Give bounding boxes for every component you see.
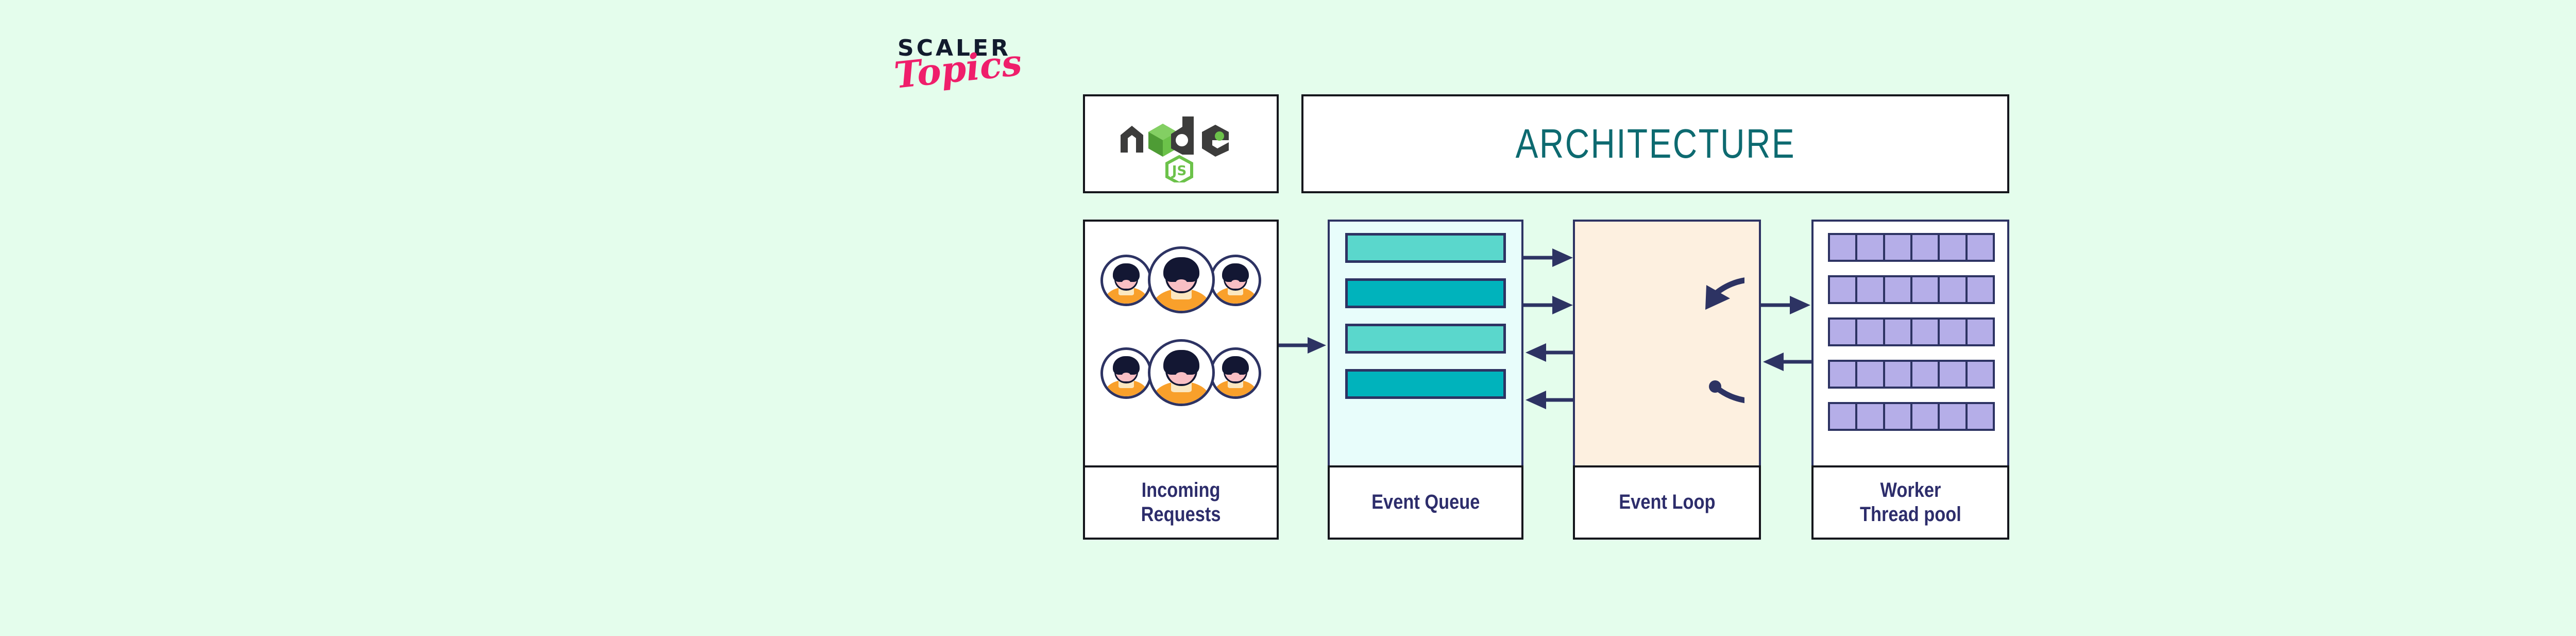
event-queue-bar <box>1345 324 1506 354</box>
thread-cell <box>1828 275 1858 304</box>
thread-cell <box>1965 317 1995 346</box>
avatar-mouth <box>1231 280 1240 285</box>
avatar-mouth <box>1122 373 1131 378</box>
thread-cell <box>1910 275 1940 304</box>
thread-cell <box>1965 275 1995 304</box>
event-loop-circular-arrow-icon <box>1590 262 1818 417</box>
thread-cell <box>1910 360 1940 389</box>
thread-cell <box>1883 360 1912 389</box>
event-loop-label: Event Loop <box>1573 465 1761 540</box>
thread-row <box>1828 233 1995 262</box>
avatar-hair <box>1222 356 1249 375</box>
architecture-title-panel: ARCHITECTURE <box>1301 94 2009 193</box>
thread-cell <box>1883 402 1912 431</box>
thread-row <box>1828 360 1995 389</box>
avatar-hair <box>1163 349 1199 375</box>
avatar <box>1210 347 1261 399</box>
thread-row <box>1828 317 1995 346</box>
thread-cell <box>1883 275 1912 304</box>
thread-cell <box>1910 233 1940 262</box>
thread-cell <box>1855 275 1885 304</box>
thread-cell <box>1883 317 1912 346</box>
thread-cell <box>1855 233 1885 262</box>
event-queue-bar <box>1345 278 1506 308</box>
page-title: ARCHITECTURE <box>1515 121 1795 166</box>
thread-cell <box>1938 233 1968 262</box>
avatar <box>1100 347 1152 399</box>
arrow-loop-to-queue-1 <box>1526 343 1575 362</box>
nodejs-logo: JS <box>1116 105 1245 186</box>
thread-cell <box>1938 317 1968 346</box>
worker-thread-pool-label: Worker Thread pool <box>1811 465 2009 540</box>
svg-text:JS: JS <box>1171 163 1187 179</box>
thread-cell <box>1855 317 1885 346</box>
thread-cell <box>1910 317 1940 346</box>
event-loop-body <box>1573 220 1818 467</box>
event-queue-body <box>1328 220 1523 467</box>
incoming-requests-label-text: Incoming Requests <box>1141 478 1221 526</box>
scaler-topics-logo: SCALER Topics <box>892 35 1062 114</box>
thread-row <box>1828 402 1995 431</box>
thread-cell <box>1883 233 1912 262</box>
avatar <box>1100 255 1152 306</box>
arrow-requests-to-queue <box>1279 337 1326 354</box>
thread-cell <box>1828 402 1858 431</box>
event-queue-bar <box>1345 369 1506 399</box>
thread-cell <box>1855 402 1885 431</box>
thread-row <box>1828 275 1995 304</box>
event-queue-bar <box>1345 233 1506 263</box>
arrow-loop-to-workers <box>1761 296 1810 314</box>
event-queue-label-text: Event Queue <box>1371 491 1480 514</box>
thread-cell <box>1828 317 1858 346</box>
loop-arrow-icon <box>1705 276 1818 404</box>
avatar-hair <box>1112 356 1140 375</box>
logo-scaler-text: SCALER <box>897 35 1011 61</box>
thread-cell <box>1965 360 1995 389</box>
avatar <box>1148 246 1215 313</box>
avatar-row <box>1097 339 1268 406</box>
avatar <box>1210 255 1261 306</box>
avatar-hair <box>1163 257 1199 282</box>
worker-thread-pool-body <box>1811 220 2009 467</box>
thread-cell <box>1910 402 1940 431</box>
avatar-row <box>1097 246 1268 313</box>
thread-cell <box>1855 360 1885 389</box>
avatar-mouth <box>1176 279 1187 286</box>
avatar-mouth <box>1176 372 1187 379</box>
arrow-workers-to-loop <box>1763 353 1812 371</box>
arrow-loop-to-queue-2 <box>1526 391 1575 409</box>
thread-cell <box>1828 233 1858 262</box>
avatar <box>1148 339 1215 406</box>
arrow-queue-to-loop-1 <box>1523 248 1573 267</box>
worker-thread-pool-label-text: Worker Thread pool <box>1859 478 1961 526</box>
event-queue-label: Event Queue <box>1328 465 1523 540</box>
thread-cell <box>1965 402 1995 431</box>
incoming-requests-label: Incoming Requests <box>1083 465 1279 540</box>
nodejs-logo-panel: JS <box>1083 94 1279 193</box>
incoming-requests-body <box>1083 220 1279 467</box>
arrow-queue-to-loop-2 <box>1523 296 1573 314</box>
thread-cell <box>1938 275 1968 304</box>
thread-cell <box>1938 402 1968 431</box>
avatar-hair <box>1222 263 1249 282</box>
nodejs-logo-icon: JS <box>1121 116 1229 186</box>
avatar-mouth <box>1122 280 1131 285</box>
thread-cell <box>1938 360 1968 389</box>
thread-cell <box>1965 233 1995 262</box>
avatar-hair <box>1112 263 1140 282</box>
thread-cell <box>1828 360 1858 389</box>
avatar-mouth <box>1231 373 1240 378</box>
event-loop-label-text: Event Loop <box>1618 491 1716 514</box>
